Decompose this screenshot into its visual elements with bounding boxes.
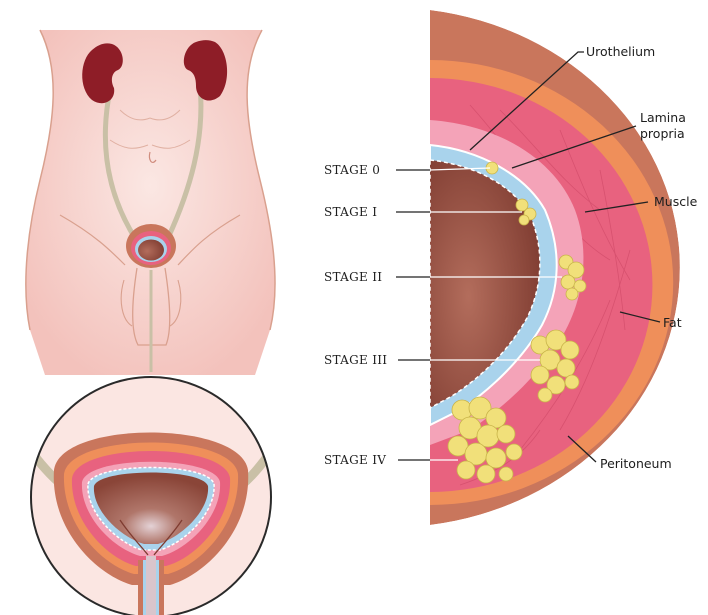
label-muscle: Muscle [654,194,698,209]
bladder-cross-section-inset [20,370,290,615]
label-lamina-line2: propria [640,126,685,141]
label-stage-ii: STAGE II [324,270,382,284]
label-stage-iv: STAGE IV [324,453,386,467]
bladder-wall-cross-section [430,10,680,525]
stage-labels: STAGE 0 STAGE I STAGE II STAGE III STAGE… [324,163,387,467]
label-stage-i: STAGE I [324,205,377,219]
label-stage-iii: STAGE III [324,353,387,367]
torso-illustration [26,30,275,375]
label-peritoneum: Peritoneum [600,456,672,471]
label-lamina-line1: Lamina [640,110,686,125]
label-urothelium: Urothelium [586,44,655,59]
label-fat: Fat [663,315,682,330]
label-stage-0: STAGE 0 [324,163,380,177]
